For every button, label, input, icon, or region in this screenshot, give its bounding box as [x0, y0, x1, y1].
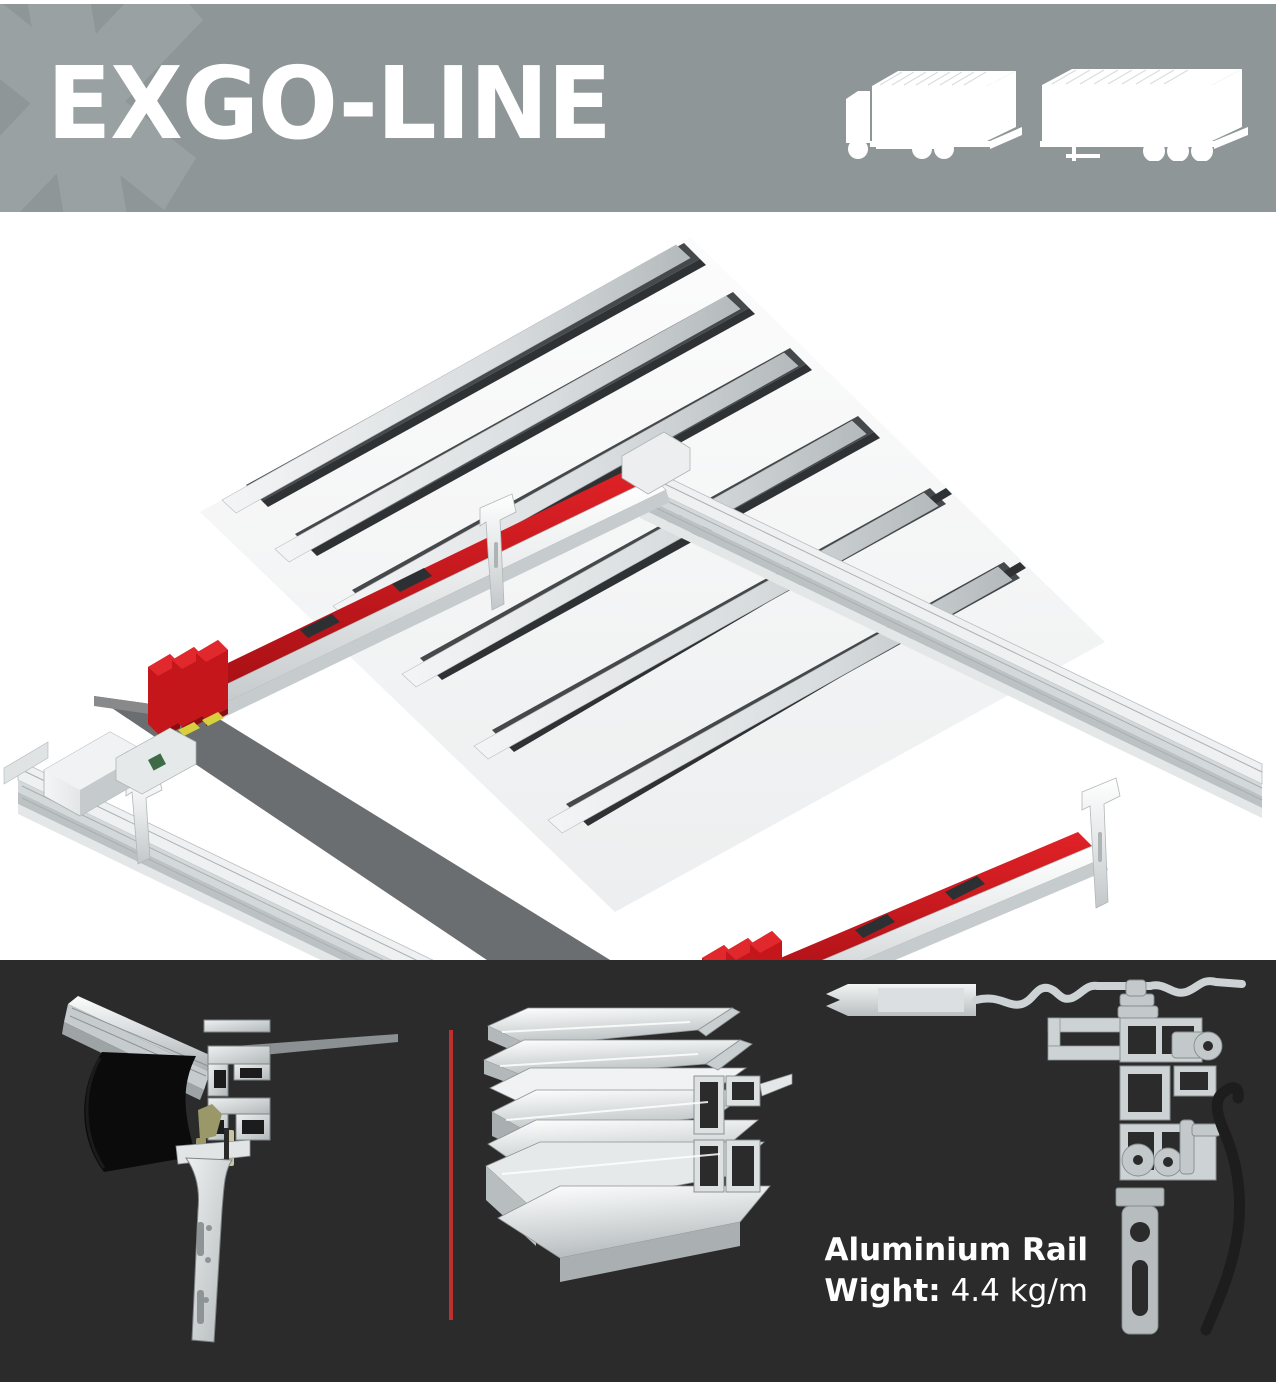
header-banner: EXGO-LINE [0, 4, 1276, 212]
aluminium-extrusion-profile [440, 960, 820, 1382]
spec-weight-label: Wight: [824, 1273, 941, 1309]
rail-profile-with-bracket-cutaway [0, 960, 440, 1382]
vehicle-icons-group [840, 56, 1250, 166]
page-title: EXGO-LINE [47, 45, 612, 162]
exgo-line-roof-system-3d-view [0, 212, 1276, 960]
panel-divider [449, 1030, 453, 1320]
semi-trailer-icon [1038, 61, 1253, 166]
spec-title: Aluminium Rail [824, 1232, 1088, 1268]
truck-rigid-icon [840, 61, 1030, 166]
detail-panel [0, 960, 1276, 1382]
spec-weight-line: Wight: 4.4 kg/m [798, 1270, 1088, 1312]
spec-block: Aluminium Rail Wight: 4.4 kg/m [798, 1230, 1088, 1312]
spec-weight-value: 4.4 kg/m [950, 1273, 1088, 1309]
rail-cross-section-technical-drawing [820, 960, 1276, 1382]
